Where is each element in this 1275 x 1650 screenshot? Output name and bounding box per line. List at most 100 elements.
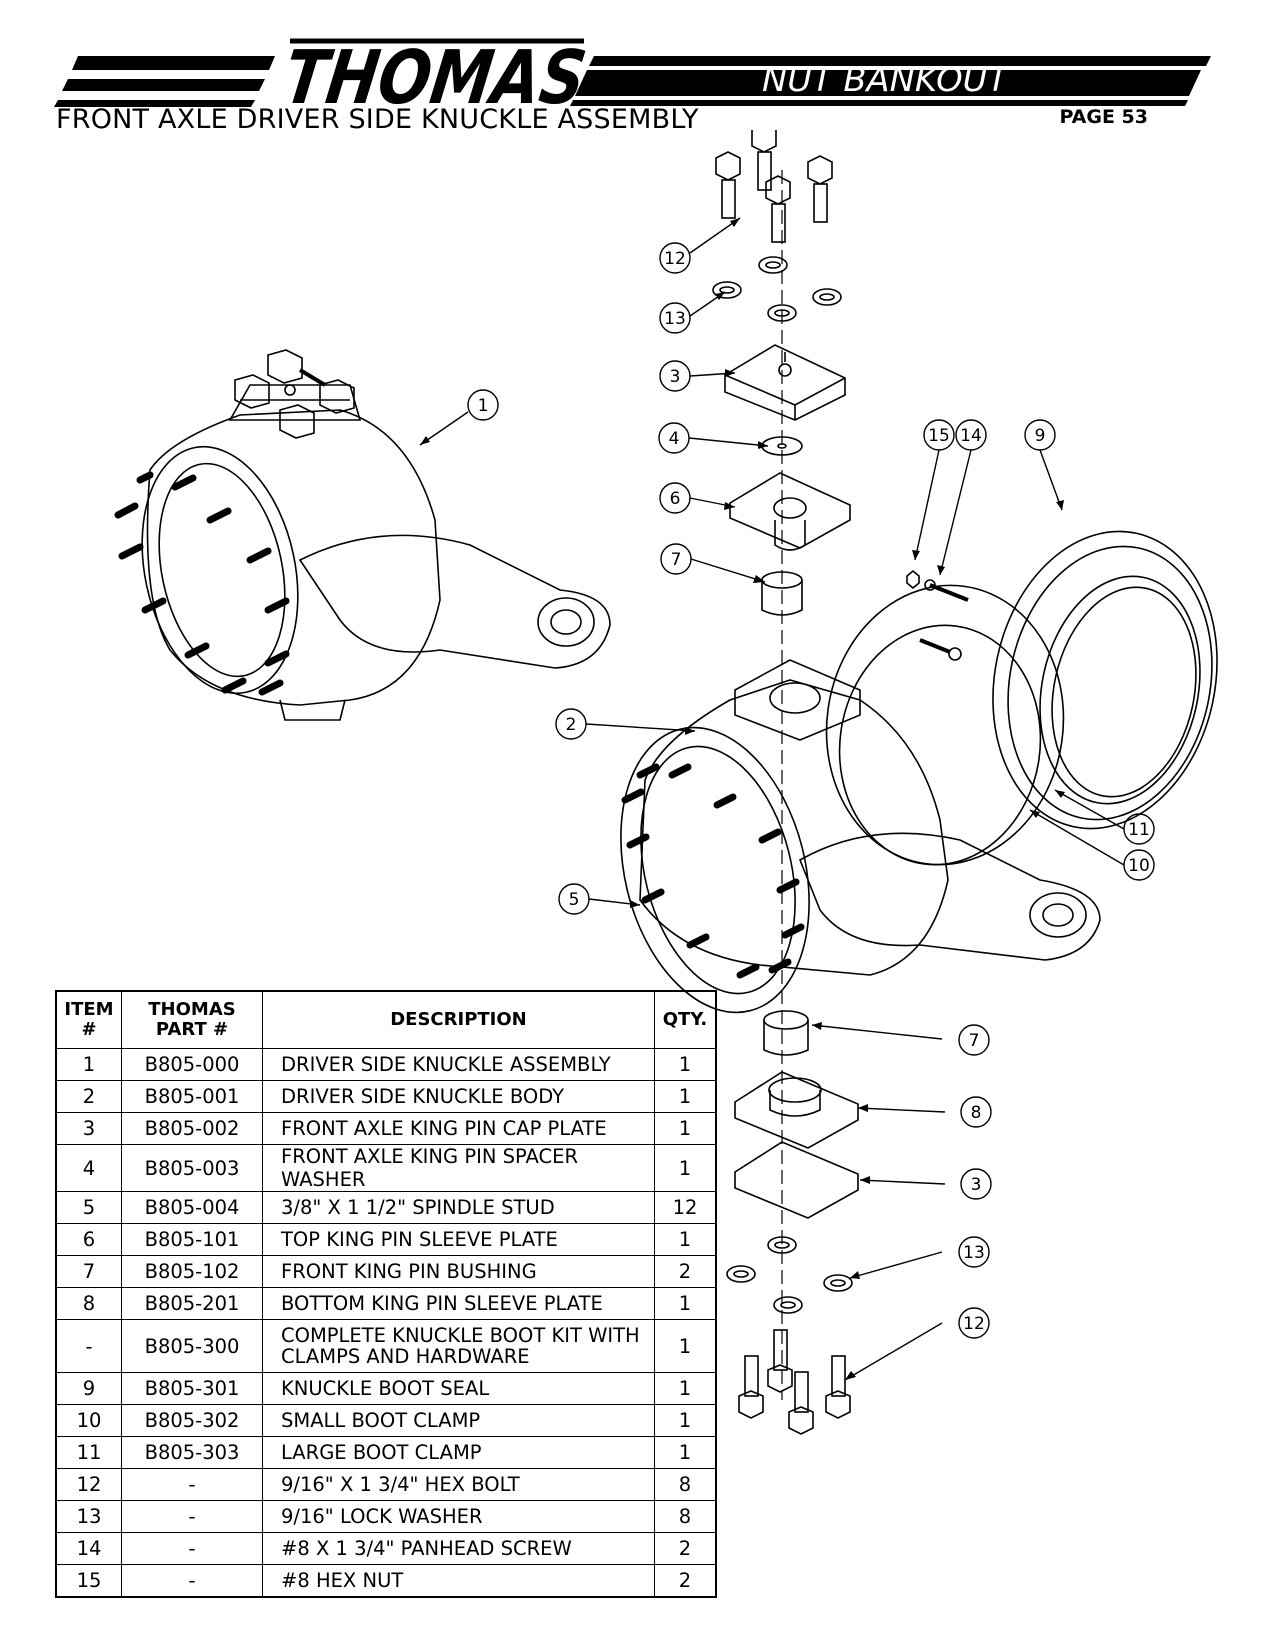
cell-qty: 1 [654, 1287, 717, 1320]
header-text: ITEM [64, 999, 114, 1020]
cell-qty: 1 [654, 1436, 717, 1469]
page-number: PAGE 53 [1059, 106, 1148, 128]
cell-qty: 1 [654, 1404, 717, 1437]
description-line: COMPLETE KNUCKLE BOOT KIT WITH [281, 1324, 640, 1347]
cell-item: 13 [55, 1500, 122, 1533]
cell-qty: 8 [654, 1468, 717, 1501]
cell-qty: 2 [654, 1564, 717, 1598]
header-text: PART # [155, 1019, 229, 1040]
bottom-lock-washers [726, 1236, 853, 1314]
brand-logo: THOMAS [279, 34, 591, 121]
cell-description: DRIVER SIDE KNUCKLE ASSEMBLY [262, 1048, 655, 1081]
callout-7: 7 [969, 1031, 980, 1051]
banner-stripe [575, 70, 1201, 96]
callout-arrowheads [420, 218, 1065, 1380]
banner-stripe [54, 100, 255, 107]
top-bolts [715, 130, 833, 243]
cell-item: 3 [55, 1112, 122, 1145]
callout-1: 1 [478, 396, 489, 416]
cell-item: 5 [55, 1191, 122, 1224]
col-header-qty: QTY. [654, 990, 717, 1049]
callout-9: 9 [1035, 426, 1046, 446]
cell-part: B805-004 [121, 1191, 263, 1224]
cell-description: 3/8" X 1 1/2" SPINDLE STUD [262, 1191, 655, 1224]
cell-item: - [55, 1319, 122, 1373]
callout-6: 6 [670, 489, 681, 509]
cell-part: B805-301 [121, 1372, 263, 1405]
cell-description: 9/16" LOCK WASHER [262, 1500, 655, 1533]
top-sleeve-plate [729, 472, 851, 551]
cell-item: 9 [55, 1372, 122, 1405]
cell-description: FRONT AXLE KING PIN CAP PLATE [262, 1112, 655, 1145]
product-line: NUT BANKOUT [762, 60, 1011, 99]
callout-3: 3 [670, 367, 681, 387]
callout-leaders [419, 217, 1125, 1381]
cell-item: 7 [55, 1255, 122, 1288]
cell-qty: 2 [654, 1255, 717, 1288]
bottom-bolts [738, 1329, 851, 1435]
callout-12: 12 [963, 1314, 985, 1334]
cell-description: FRONT KING PIN BUSHING [262, 1255, 655, 1288]
knuckle-studs [621, 763, 805, 979]
cell-description: FRONT AXLE KING PIN SPACER WASHER [262, 1144, 655, 1192]
callout-12: 12 [664, 249, 686, 269]
cell-qty: 8 [654, 1500, 717, 1533]
banner-stripe [570, 100, 1188, 106]
cell-item: 2 [55, 1080, 122, 1113]
callout-14: 14 [960, 426, 982, 446]
page-header: THOMAS NUT BANKOUT FRONT AXLE DRIVER SID… [0, 0, 1275, 140]
cell-part: - [121, 1564, 263, 1598]
cell-description: TOP KING PIN SLEEVE PLATE [262, 1223, 655, 1256]
cell-item: 6 [55, 1223, 122, 1256]
cell-qty: 1 [654, 1048, 717, 1081]
cell-description: KNUCKLE BOOT SEAL [262, 1372, 655, 1405]
callout-11: 11 [1128, 820, 1150, 840]
cell-description: 9/16" X 1 3/4" HEX BOLT [262, 1468, 655, 1501]
callout-2: 2 [566, 715, 577, 735]
cell-qty: 1 [654, 1223, 717, 1256]
header-text: THOMAS [148, 999, 236, 1020]
knuckle-assembly-view [114, 349, 611, 721]
cell-part: - [121, 1468, 263, 1501]
cell-qty: 1 [654, 1319, 717, 1373]
callout-labels: 1 2 3 4 5 6 7 12 13 7 8 3 13 12 15 14 9 … [478, 249, 1150, 1334]
callout-7: 7 [671, 550, 682, 570]
bottom-sleeve-plate [734, 1071, 859, 1149]
document-title: FRONT AXLE DRIVER SIDE KNUCKLE ASSEMBLY [56, 104, 699, 135]
top-cap-plate [724, 344, 846, 421]
cell-part: B805-300 [121, 1319, 263, 1373]
cell-part: B805-003 [121, 1144, 263, 1192]
cell-description: #8 X 1 3/4" PANHEAD SCREW [262, 1532, 655, 1565]
description-line: CLAMPS AND HARDWARE [281, 1345, 530, 1368]
panhead-screw-and-nut [906, 569, 969, 661]
cell-qty: 1 [654, 1112, 717, 1145]
bottom-bushing [763, 1010, 809, 1056]
spindle-studs [114, 471, 290, 696]
cell-item: 10 [55, 1404, 122, 1437]
cell-item: 11 [55, 1436, 122, 1469]
cell-part: B805-302 [121, 1404, 263, 1437]
cell-part: B805-303 [121, 1436, 263, 1469]
cell-description: SMALL BOOT CLAMP [262, 1404, 655, 1437]
cell-item: 4 [55, 1144, 122, 1192]
cell-qty: 1 [654, 1144, 717, 1192]
callout-10: 10 [1128, 856, 1150, 876]
callout-15: 15 [928, 426, 950, 446]
col-header-description: DESCRIPTION [262, 990, 655, 1049]
cell-item: 12 [55, 1468, 122, 1501]
cell-part: - [121, 1532, 263, 1565]
col-header-part: THOMAS PART # [121, 990, 263, 1049]
